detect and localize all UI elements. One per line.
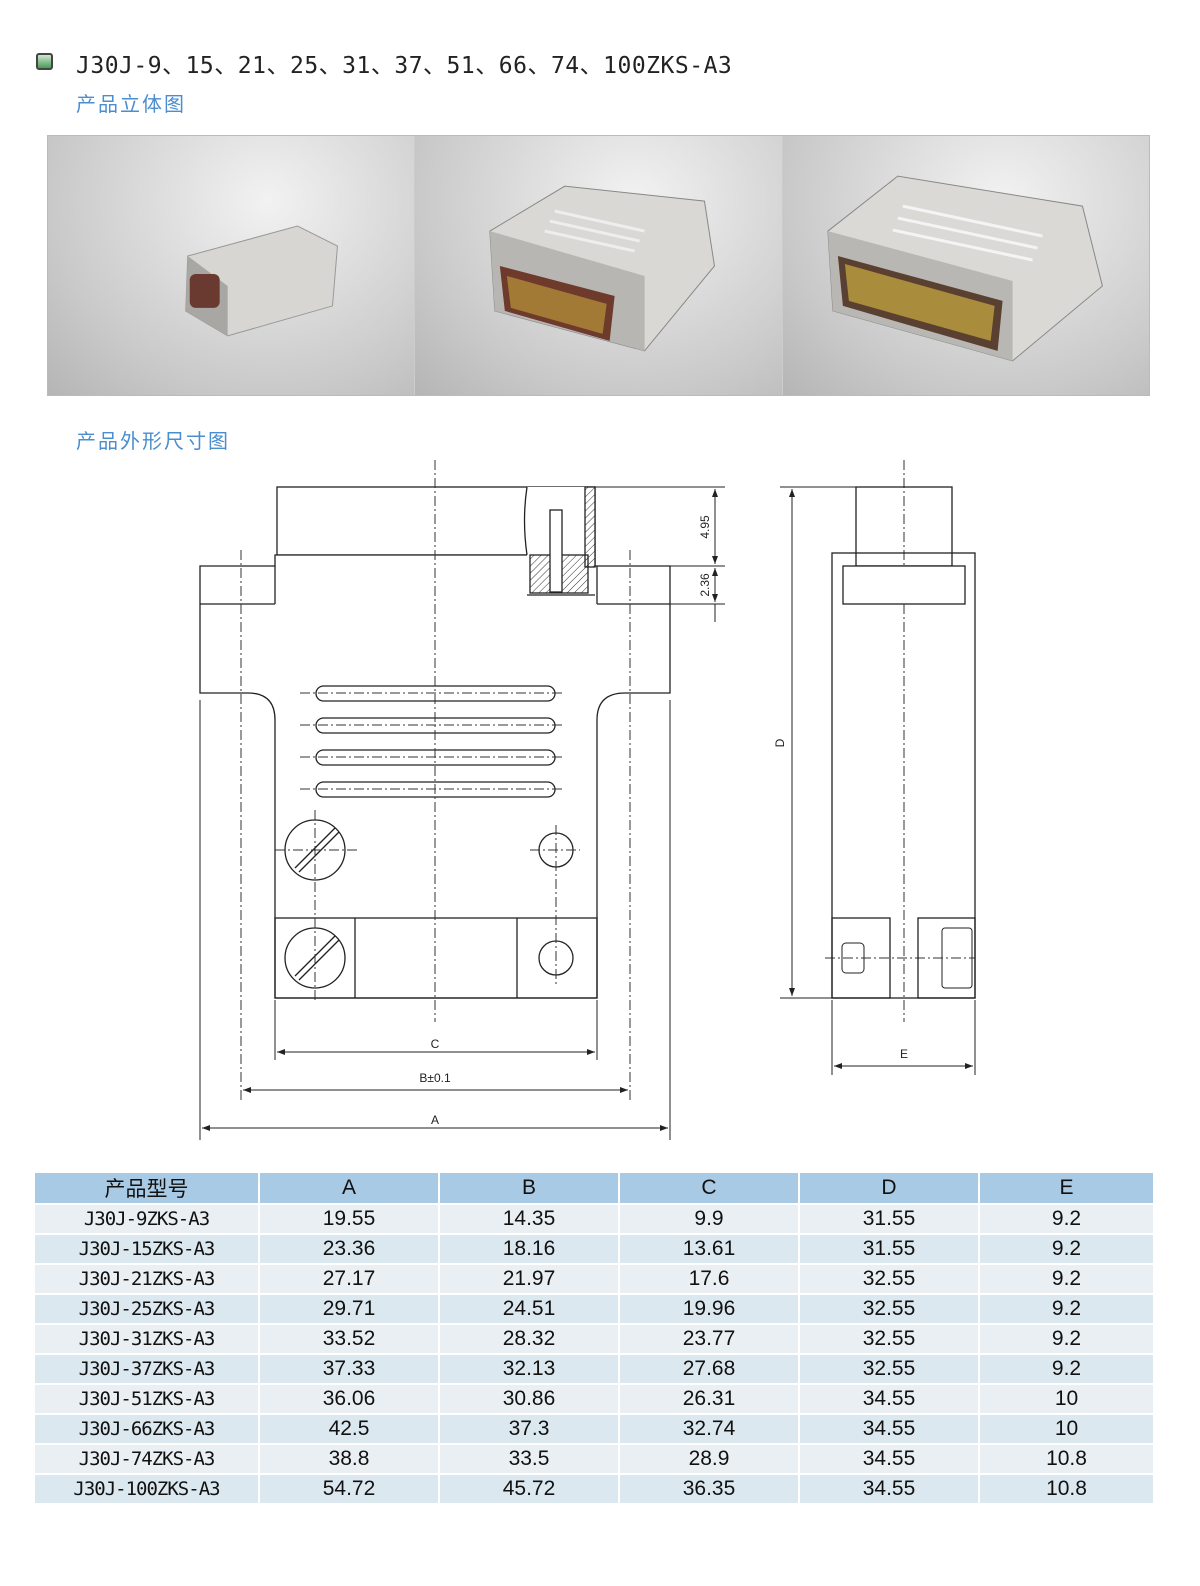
value-cell-b: 28.32 [438,1323,620,1355]
value-cell-a: 36.06 [258,1383,440,1415]
value-cell-b: 30.86 [438,1383,620,1415]
value-cell-d: 34.55 [798,1413,980,1445]
value-cell-e: 9.2 [978,1263,1155,1295]
value-cell-a: 27.17 [258,1263,440,1295]
model-cell: J30J-9ZKS-A3 [33,1203,260,1235]
value-cell-d: 32.55 [798,1263,980,1295]
value-cell-d: 32.55 [798,1323,980,1355]
model-cell: J30J-25ZKS-A3 [33,1293,260,1325]
value-cell-e: 9.2 [978,1353,1155,1385]
value-cell-a: 19.55 [258,1203,440,1235]
dim-label-a: A [431,1113,439,1127]
product-photo-small [48,136,416,395]
model-cell: J30J-37ZKS-A3 [33,1353,260,1385]
value-cell-e: 9.2 [978,1233,1155,1265]
model-cell: J30J-66ZKS-A3 [33,1413,260,1445]
value-cell-d: 32.55 [798,1353,980,1385]
model-cell: J30J-100ZKS-A3 [33,1473,260,1505]
value-cell-a: 42.5 [258,1413,440,1445]
value-cell-c: 28.9 [618,1443,800,1475]
value-cell-a: 23.36 [258,1233,440,1265]
dim-label-b: B±0.1 [419,1071,451,1085]
section-dims-heading: 产品外形尺寸图 [76,429,230,453]
column-header-a: A [258,1171,440,1205]
value-cell-c: 23.77 [618,1323,800,1355]
value-cell-c: 36.35 [618,1473,800,1505]
value-cell-e: 10.8 [978,1473,1155,1505]
front-view [199,486,671,999]
dim-label-c: C [431,1037,440,1051]
product-photo-medium [415,136,783,395]
product-photos [47,135,1150,396]
dim-label-4-95: 4.95 [698,515,712,539]
column-header-d: D [798,1171,980,1205]
value-cell-e: 9.2 [978,1323,1155,1355]
value-cell-c: 32.74 [618,1413,800,1445]
dimension-drawing: C B±0.1 A 4.95 2.36 D E [199,460,976,1140]
value-cell-c: 26.31 [618,1383,800,1415]
model-cell: J30J-15ZKS-A3 [33,1233,260,1265]
value-cell-a: 54.72 [258,1473,440,1505]
value-cell-b: 14.35 [438,1203,620,1235]
value-cell-c: 17.6 [618,1263,800,1295]
dim-label-e: E [900,1047,908,1061]
value-cell-e: 9.2 [978,1293,1155,1325]
dim-label-2-36: 2.36 [698,573,712,597]
value-cell-d: 31.55 [798,1233,980,1265]
value-cell-d: 31.55 [798,1203,980,1235]
value-cell-a: 38.8 [258,1443,440,1475]
value-cell-a: 37.33 [258,1353,440,1385]
value-cell-c: 9.9 [618,1203,800,1235]
product-series-title: J30J-9、15、21、25、31、37、51、66、74、100ZKS-A3 [76,53,733,79]
dim-label-d: D [773,738,787,747]
value-cell-b: 37.3 [438,1413,620,1445]
value-cell-d: 34.55 [798,1473,980,1505]
value-cell-c: 19.96 [618,1293,800,1325]
value-cell-b: 32.13 [438,1353,620,1385]
model-cell: J30J-21ZKS-A3 [33,1263,260,1295]
model-cell: J30J-31ZKS-A3 [33,1323,260,1355]
model-cell: J30J-74ZKS-A3 [33,1443,260,1475]
bullet-icon [36,53,53,70]
value-cell-c: 27.68 [618,1353,800,1385]
value-cell-e: 10.8 [978,1443,1155,1475]
value-cell-d: 34.55 [798,1443,980,1475]
value-cell-b: 45.72 [438,1473,620,1505]
value-cell-b: 33.5 [438,1443,620,1475]
product-photo-large [782,136,1149,395]
value-cell-a: 29.71 [258,1293,440,1325]
value-cell-b: 24.51 [438,1293,620,1325]
value-cell-a: 33.52 [258,1323,440,1355]
value-cell-e: 10 [978,1413,1155,1445]
section-3d-heading: 产品立体图 [76,92,186,116]
column-header-e: E [978,1171,1155,1205]
value-cell-c: 13.61 [618,1233,800,1265]
column-header-c: C [618,1171,800,1205]
value-cell-b: 21.97 [438,1263,620,1295]
value-cell-d: 34.55 [798,1383,980,1415]
model-cell: J30J-51ZKS-A3 [33,1383,260,1415]
value-cell-e: 10 [978,1383,1155,1415]
column-header-b: B [438,1171,620,1205]
value-cell-d: 32.55 [798,1293,980,1325]
value-cell-e: 9.2 [978,1203,1155,1235]
value-cell-b: 18.16 [438,1233,620,1265]
column-header-model: 产品型号 [33,1171,260,1205]
